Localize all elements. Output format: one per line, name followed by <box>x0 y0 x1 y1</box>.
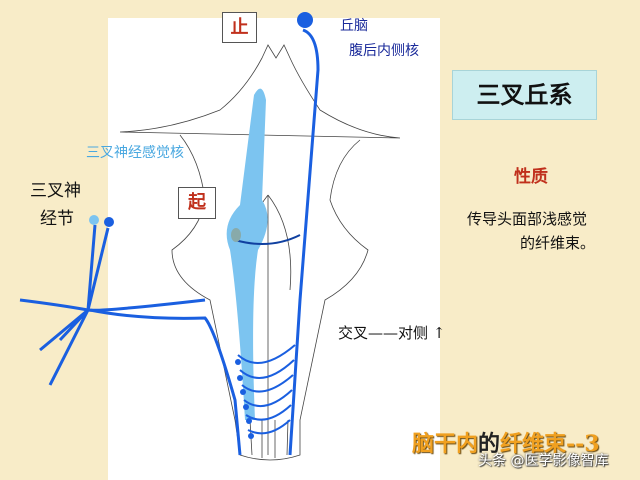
title-box: 三叉丘系 <box>452 70 597 120</box>
up-arrow-icon: ↑ <box>432 324 446 342</box>
footer-title-part3: 纤维束--3 <box>500 431 600 457</box>
crossing-fibers <box>234 234 301 435</box>
neuron-dots <box>89 12 313 439</box>
stop-label: 止 <box>222 12 257 43</box>
ganglion-label-2: 经节 <box>40 209 74 229</box>
footer-title: 脑干内的纤维束--3 <box>412 426 600 458</box>
trigeminal-lemniscus <box>19 28 320 456</box>
start-label: 起 <box>178 187 216 219</box>
nucleus-cell <box>231 228 241 242</box>
watermark: 头条 @医学影像智库 <box>478 453 609 469</box>
ganglion-label-1: 三叉神 <box>30 181 81 201</box>
crossing-text: 交叉——对侧 <box>338 324 429 342</box>
footer-title-part1: 脑干内 <box>412 431 479 457</box>
footer-title-part2: 的 <box>478 431 501 457</box>
crossing-label: 交叉——对侧 ↑ <box>338 322 445 343</box>
sensory-nucleus-label: 三叉神经感觉核 <box>86 145 184 161</box>
thalamus-label: 丘脑 <box>340 18 368 34</box>
nature-heading: 性质 <box>514 167 548 187</box>
vpm-label: 腹后内侧核 <box>349 43 419 59</box>
nature-line-1: 传导头面部浅感觉 <box>467 210 588 228</box>
light-blue-sensory-nucleus <box>226 88 268 421</box>
thalamus-neuron <box>297 12 313 28</box>
nature-line-2: 的纤维束。 <box>520 234 596 252</box>
